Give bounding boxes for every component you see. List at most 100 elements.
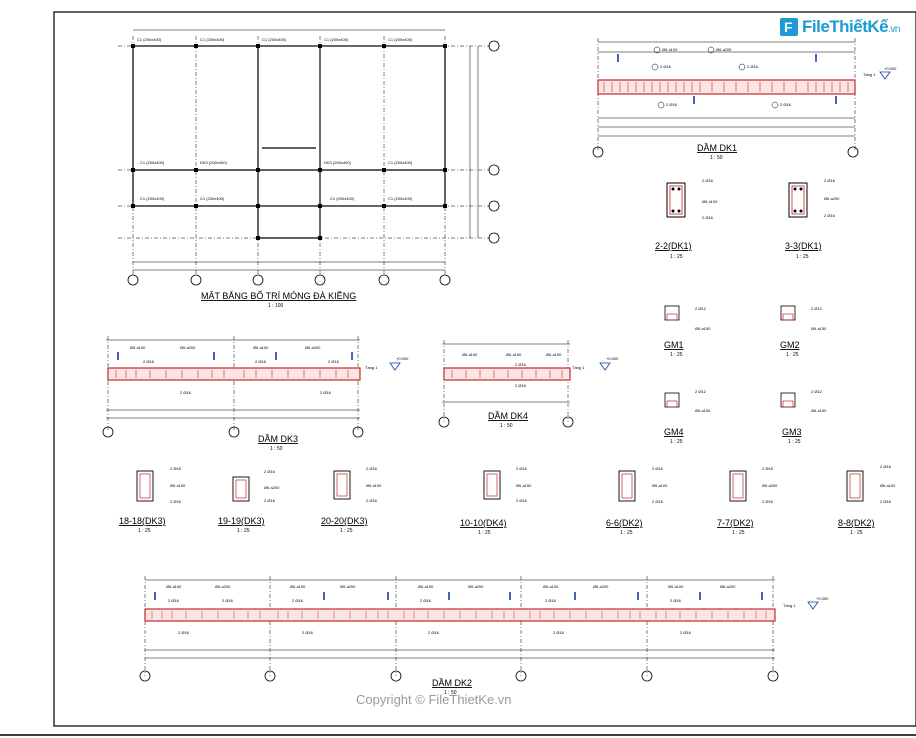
dk2-scale: 1 : 50 xyxy=(444,690,457,696)
plan-column-label: C1 (200x400) xyxy=(324,37,349,42)
dk2-top-bar-label: 2 Ø16 xyxy=(292,598,304,603)
plan-column-label: C1 (200x400) xyxy=(262,37,287,42)
dk2-bottom-bar-label: 2 Ø16 xyxy=(553,630,565,635)
gm4-top-label: 2 Ø12 xyxy=(695,389,707,394)
dk3-title: DẦM DK3 xyxy=(258,434,298,444)
dk2-top-bar-label: 2 Ø16 xyxy=(545,598,557,603)
section-title: 20-20(DK3) xyxy=(321,516,368,526)
sec-stirrup-label: Ø6 a200 xyxy=(264,485,280,490)
section-title: 10-10(DK4) xyxy=(460,518,507,528)
dk2-stirrup-label: Ø6 a200 xyxy=(215,584,231,589)
sec-bottom-label: 2 Ø16 xyxy=(264,498,276,503)
plan-scale: 1 : 100 xyxy=(268,303,284,309)
dk4-bottom-bar-label: 2 Ø16 xyxy=(515,383,527,388)
dk4-level-value: +0.000 xyxy=(606,356,619,361)
sec-bottom-label: 2 Ø16 xyxy=(880,499,892,504)
sec-top-label: 2 Ø16 xyxy=(652,466,664,471)
beam-dk1: Ø6 a100 Ø6 a200 2 Ø16 2 Ø16 2 Ø16 2 Ø16 … xyxy=(592,38,897,161)
section-scale: 1 : 25 xyxy=(788,439,801,445)
dk2-stirrup-label: Ø6 a200 xyxy=(720,584,736,589)
dk2-stirrup-label: Ø6 a100 xyxy=(418,584,434,589)
sec-stirrup-label: Ø6 a100 xyxy=(170,483,186,488)
section-title: 2-2(DK1) xyxy=(655,241,692,251)
plan-column-label: C1 (200x400) xyxy=(330,196,355,201)
section-title: GM3 xyxy=(782,427,802,437)
sec33-bottom-label: 2 Ø16 xyxy=(824,213,836,218)
section-scale: 1 : 25 xyxy=(237,528,250,534)
foundation-plan: C1 (200x400) C1 (200x400) C1 (200x400) C… xyxy=(118,29,500,309)
section-title: 7-7(DK2) xyxy=(717,518,754,528)
logo-name: FileThiếtKế xyxy=(802,17,889,36)
section-title: GM4 xyxy=(664,427,684,437)
section-scale: 1 : 25 xyxy=(670,352,683,358)
plan-title: MẶT BẰNG BỐ TRÍ MÓNG ĐÀ KIỀNG xyxy=(201,290,356,301)
dk3-top-bar-label: 2 Ø16 xyxy=(143,359,155,364)
dk4-beam-body xyxy=(443,367,571,381)
plan-column-label: C1 (200x400) xyxy=(140,160,165,165)
dk2-top-bar-label: 2 Ø16 xyxy=(420,598,432,603)
sec-top-label: 2 Ø16 xyxy=(366,466,378,471)
dk4-stirrup-label: Ø6 a100 xyxy=(462,352,478,357)
gm1-stirrup-label: Ø6 a150 xyxy=(695,326,711,331)
dk2-stirrup-label: Ø6 a200 xyxy=(468,584,484,589)
dk3-top-bar-label: 2 Ø16 xyxy=(255,359,267,364)
plan-beam-label: DK3 (200x400) xyxy=(324,160,352,165)
beam-dk2: Ø6 a100 Ø6 a200 Ø6 a100 Ø6 a200 Ø6 a100 … xyxy=(139,576,829,696)
sec-top-label: 2 Ø16 xyxy=(264,469,276,474)
dk2-stirrup-label: Ø6 a100 xyxy=(290,584,306,589)
dk3-stirrup-label: Ø6 a200 xyxy=(305,345,321,350)
section-scale: 1 : 25 xyxy=(340,528,353,534)
dk2-bottom-bar-label: 2 Ø16 xyxy=(178,630,190,635)
level-marker-icon xyxy=(599,362,611,371)
sheet-border xyxy=(53,11,916,727)
sec-bottom-label: 2 Ø16 xyxy=(170,499,182,504)
sec-stirrup-label: Ø6 a100 xyxy=(880,483,896,488)
beam-dk4: Ø6 a100 Ø6 a150 Ø6 a100 2 Ø16 2 Ø16 Tầng… xyxy=(438,340,619,429)
dk3-top-bar-label: 2 Ø16 xyxy=(328,359,340,364)
sec33-top-label: 2 Ø16 xyxy=(824,178,836,183)
section-scale: 1 : 25 xyxy=(786,352,799,358)
dk1-level-tang: Tầng 1 xyxy=(863,72,876,77)
sec-top-label: 2 Ø16 xyxy=(516,466,528,471)
dk1-bottom-bar-label: 2 Ø16 xyxy=(780,102,792,107)
plan-beam-label: DK3 (200x400) xyxy=(200,160,228,165)
plan-column-label: C1 (200x400) xyxy=(388,160,413,165)
beam-dk3: Ø6 a100 Ø6 a200 Ø6 a100 Ø6 a200 2 Ø16 2 … xyxy=(102,336,409,452)
plan-column-label: C1 (200x400) xyxy=(200,196,225,201)
section-scale: 1 : 25 xyxy=(670,439,683,445)
dk3-stirrup-label: Ø6 a100 xyxy=(253,345,269,350)
dk2-stirrup-label: Ø6 a100 xyxy=(668,584,684,589)
sec-stirrup-label: Ø6 a150 xyxy=(516,483,532,488)
section-title: 19-19(DK3) xyxy=(218,516,265,526)
sections-dk1: 2 Ø16 Ø6 a100 2 Ø16 2-2(DK1) 1 : 25 2 Ø1… xyxy=(655,178,840,260)
dk4-top-bar-label: 2 Ø16 xyxy=(515,362,527,367)
dk1-title: DẦM DK1 xyxy=(697,143,737,153)
sec22-top-label: 2 Ø16 xyxy=(702,178,714,183)
dk1-stirrup-label: Ø6 a100 xyxy=(662,47,678,52)
dk2-level-tang: Tầng 1 xyxy=(783,603,796,608)
section-scale: 1 : 25 xyxy=(732,530,745,536)
section-title: GM2 xyxy=(780,340,800,350)
level-marker-icon xyxy=(879,71,891,80)
dk2-stirrup-label: Ø6 a200 xyxy=(340,584,356,589)
dk4-level-tang: Tầng 1 xyxy=(572,365,585,370)
dk4-stirrup-label: Ø6 a100 xyxy=(546,352,562,357)
section-scale: 1 : 25 xyxy=(850,530,863,536)
section-title: GM1 xyxy=(664,340,684,350)
level-marker-icon xyxy=(389,362,401,371)
dk3-bottom-bar-label: 2 Ø16 xyxy=(180,390,192,395)
section-title: 8-8(DK2) xyxy=(838,518,875,528)
section-title: 18-18(DK3) xyxy=(119,516,166,526)
section-scale: 1 : 25 xyxy=(620,530,633,536)
sec-top-label: 2 Ø16 xyxy=(762,466,774,471)
dk2-bottom-bar-label: 2 Ø16 xyxy=(428,630,440,635)
section-title: 3-3(DK1) xyxy=(785,241,822,251)
dk1-top-bar-label: 2 Ø16 xyxy=(660,64,672,69)
dk3-scale: 1 : 50 xyxy=(270,446,283,452)
section-scale: 1 : 25 xyxy=(670,254,683,260)
gm2-stirrup-label: Ø6 a150 xyxy=(811,326,827,331)
sec-bottom-label: 2 Ø16 xyxy=(366,498,378,503)
gm4-stirrup-label: Ø6 a150 xyxy=(695,408,711,413)
dk2-level-value: +0.000 xyxy=(816,596,829,601)
